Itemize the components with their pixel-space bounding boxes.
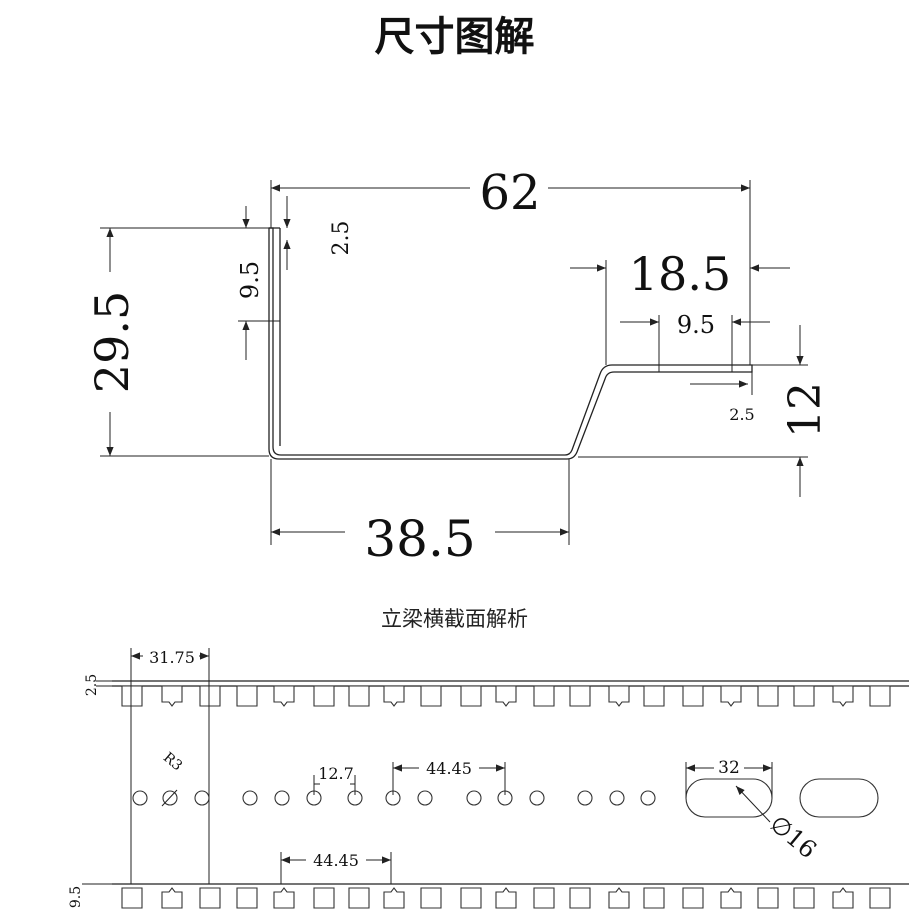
bottom-square-hole-20 [832,887,854,909]
section-subtitle: 立梁横截面解析 [381,607,528,631]
slot-hole-2 [799,778,879,818]
top-square-hole-9 [420,685,442,707]
round-hole-1 [132,790,148,806]
top-square-hole-20 [832,685,854,707]
top-square-hole-17 [720,685,742,707]
dim-12-7: 12.7 [318,764,354,783]
top-square-hole-6 [313,685,335,707]
dim-29-5: 29.5 [85,291,139,393]
dim-38-5: 38.5 [364,510,475,568]
round-hole-3 [194,790,210,806]
top-square-hole-2 [161,685,183,707]
dim-12: 12 [780,382,831,438]
round-hole-13 [577,790,593,806]
dim-r3: R3 [160,750,185,775]
top-square-hole-11 [495,685,517,707]
dim-rail-2-5: 2.5 [84,674,100,696]
top-square-hole-18 [757,685,779,707]
bottom-square-hole-3 [199,887,221,909]
top-square-hole-7 [348,685,370,707]
top-square-hole-14 [608,685,630,707]
bottom-square-hole-18 [757,887,779,909]
dim-31-75: 31.75 [149,648,195,667]
slot-hole-1 [685,778,773,818]
bottom-square-hole-6 [313,887,335,909]
round-hole-14 [609,790,625,806]
top-square-hole-5 [273,685,295,707]
bottom-square-hole-9 [420,887,442,909]
bottom-square-hole-11 [495,887,517,909]
bottom-square-hole-10 [460,887,482,909]
top-square-holes [121,685,891,707]
top-square-hole-8 [383,685,405,707]
round-hole-10 [466,790,482,806]
dim-2-5-right: 2.5 [729,405,754,424]
bottom-square-hole-2 [161,887,183,909]
profile-cross-section: 62 2.5 9.5 29.5 18.5 9.5 12 [80,165,831,568]
top-square-hole-16 [682,685,704,707]
top-square-hole-13 [569,685,591,707]
dim-9-5-right: 9.5 [677,311,715,339]
top-square-hole-10 [460,685,482,707]
round-hole-5 [274,790,290,806]
dim-44-45-round: 44.45 [426,759,472,778]
bottom-square-hole-19 [793,887,815,909]
top-square-hole-19 [793,685,815,707]
bottom-square-hole-7 [348,887,370,909]
bottom-square-hole-16 [682,887,704,909]
round-hole-4 [242,790,258,806]
round-hole-12 [529,790,545,806]
round-holes [132,790,656,806]
bottom-square-hole-8 [383,887,405,909]
bottom-square-hole-17 [720,887,742,909]
bottom-square-hole-5 [273,887,295,909]
round-hole-9 [417,790,433,806]
dim-62: 62 [479,165,540,221]
page-title: 尺寸图解 [374,14,535,60]
bottom-square-hole-21 [869,887,891,909]
bottom-square-hole-15 [643,887,665,909]
bottom-square-hole-1 [121,887,143,909]
round-hole-15 [640,790,656,806]
top-square-hole-21 [869,685,891,707]
dim-44-45-square: 44.45 [313,851,359,870]
dim-rail-9-5: 9.5 [68,886,84,908]
top-square-hole-4 [236,685,258,707]
dim-dia-16: ∅16 [764,810,821,865]
dim-18-5: 18.5 [629,247,731,301]
top-square-hole-12 [533,685,555,707]
bottom-square-hole-14 [608,887,630,909]
top-square-hole-15 [643,685,665,707]
dim-9-5-left: 9.5 [236,261,264,299]
top-square-hole-1 [121,685,143,707]
bottom-square-hole-13 [569,887,591,909]
dim-2-5-top: 2.5 [329,221,354,256]
bottom-square-holes [121,887,891,909]
bottom-square-hole-12 [533,887,555,909]
dim-32: 32 [718,758,740,778]
top-square-hole-3 [199,685,221,707]
bottom-square-hole-4 [236,887,258,909]
rail-hole-pattern: 2.5 31.75 R3 12.7 44.45 44.45 32 [68,648,909,909]
